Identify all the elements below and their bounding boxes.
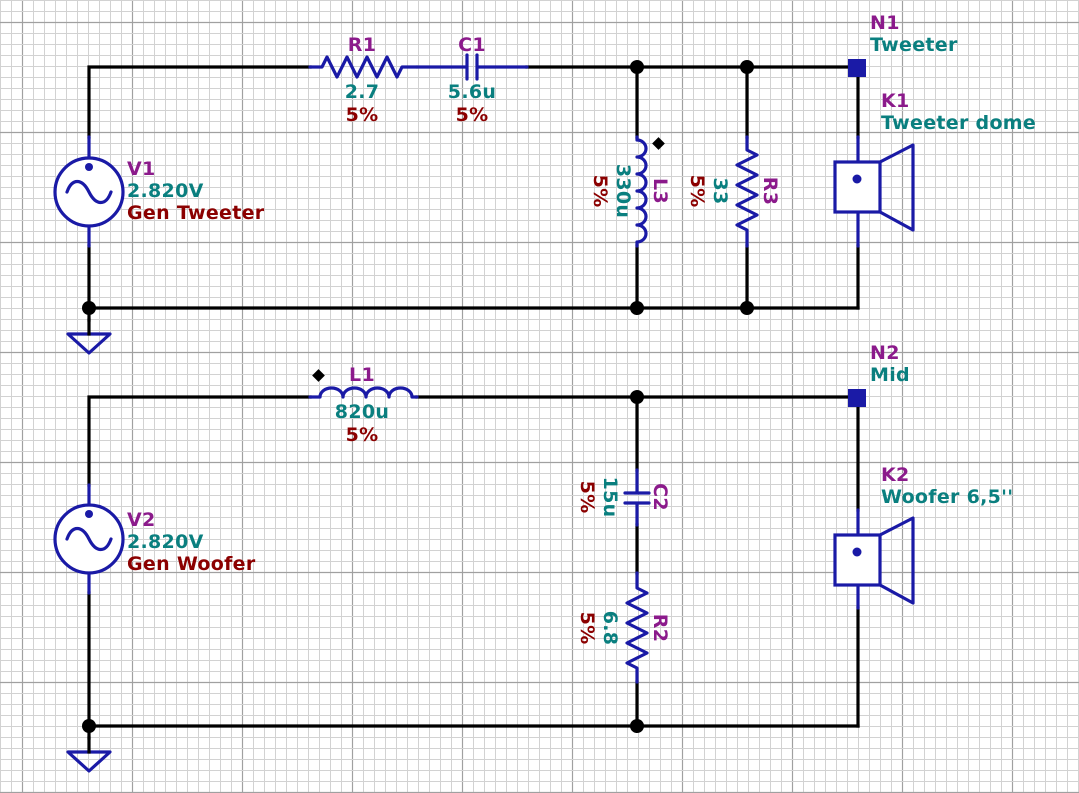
l3-ref: L3 xyxy=(649,178,671,204)
resistor-icon-r3[interactable] xyxy=(735,135,759,248)
r1-value: 2.7 xyxy=(345,81,380,103)
l3-tolerance: 5% xyxy=(589,175,611,208)
r2-ref: R2 xyxy=(649,614,671,642)
woofer-section xyxy=(53,369,915,773)
c2-value: 15u xyxy=(599,477,621,518)
r2-value: 6.8 xyxy=(599,611,621,646)
n1-ref: N1 xyxy=(870,12,900,34)
ac-source-icon-v2[interactable] xyxy=(53,483,125,595)
k1-ref: K1 xyxy=(881,90,910,112)
junction-dot-icon xyxy=(630,390,644,404)
r2-tolerance: 5% xyxy=(576,612,598,645)
polarity-dot-icon-l1 xyxy=(312,369,325,382)
l1-tolerance: 5% xyxy=(346,424,379,446)
l1-ref: L1 xyxy=(349,364,375,386)
v2-ref: V2 xyxy=(127,509,156,531)
c1-tolerance: 5% xyxy=(456,104,489,126)
ground-icon-1 xyxy=(66,318,112,355)
polarity-dot-icon-l3 xyxy=(652,137,665,150)
junction-dot-icon xyxy=(630,719,644,733)
v2-value: 2.820V xyxy=(127,531,204,553)
v2-name: Gen Woofer xyxy=(127,553,256,575)
tweeter-junctions xyxy=(82,60,754,315)
c1-value: 5.6u xyxy=(448,81,496,103)
r3-tolerance: 5% xyxy=(686,175,708,208)
capacitor-icon-c2[interactable] xyxy=(623,468,651,527)
labels: R1 2.7 5% C1 5.6u 5% L3 330u 5% R3 33 5%… xyxy=(127,12,1036,645)
c2-tolerance: 5% xyxy=(576,481,598,514)
speaker-icon-k2[interactable] xyxy=(833,508,915,610)
junction-dot-icon xyxy=(82,301,96,315)
n1-name: Tweeter xyxy=(870,34,958,56)
junction-dot-icon xyxy=(740,60,754,74)
inductor-icon-l1[interactable] xyxy=(308,386,419,399)
tweeter-section xyxy=(53,53,915,355)
junction-dot-icon xyxy=(82,719,96,733)
junction-dot-icon xyxy=(630,60,644,74)
r1-ref: R1 xyxy=(348,34,376,56)
r3-ref: R3 xyxy=(759,177,781,205)
speaker-icon-k1[interactable] xyxy=(833,135,915,248)
v1-value: 2.820V xyxy=(127,180,204,202)
ground-icon-2 xyxy=(66,736,112,773)
junction-dot-icon xyxy=(630,301,644,315)
v1-name: Gen Tweeter xyxy=(127,202,265,224)
inductor-icon-l3[interactable] xyxy=(635,135,648,248)
resistor-icon-r2[interactable] xyxy=(625,571,649,684)
n2-ref: N2 xyxy=(870,342,900,364)
net-label-icon-n2[interactable] xyxy=(848,389,866,407)
k2-name: Woofer 6,5'' xyxy=(881,486,1013,508)
v1-ref: V1 xyxy=(127,158,156,180)
r1-tolerance: 5% xyxy=(346,104,379,126)
c1-ref: C1 xyxy=(458,34,486,56)
net-label-icon-n1[interactable] xyxy=(848,59,866,77)
capacitor-icon-c1[interactable] xyxy=(415,53,529,81)
resistor-icon-r1[interactable] xyxy=(308,55,419,79)
junction-dot-icon xyxy=(740,301,754,315)
l1-value: 820u xyxy=(335,401,389,423)
k2-ref: K2 xyxy=(881,464,910,486)
k1-name: Tweeter dome xyxy=(881,112,1036,134)
ac-source-icon-v1[interactable] xyxy=(53,135,125,248)
r3-value: 33 xyxy=(709,177,731,204)
woofer-junctions xyxy=(82,390,644,733)
c2-ref: C2 xyxy=(649,483,671,511)
l3-value: 330u xyxy=(612,164,634,218)
n2-name: Mid xyxy=(870,364,910,386)
